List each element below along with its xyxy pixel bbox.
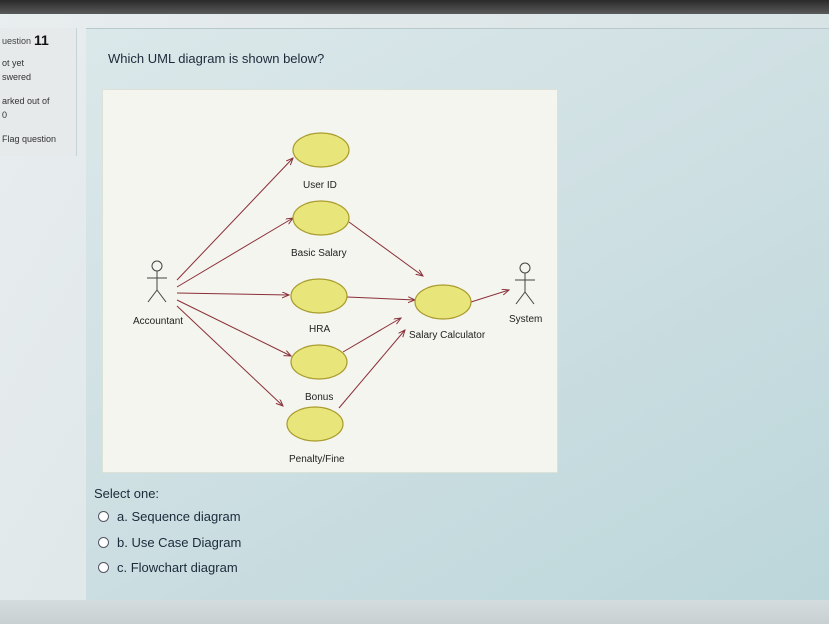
actor-label-accountant: Accountant xyxy=(133,316,183,327)
assoc-basic-salary xyxy=(176,218,293,288)
radio-button-icon[interactable] xyxy=(98,511,109,522)
answer-option-c[interactable]: c. Flowchart diagram xyxy=(98,560,238,575)
answer-option-label: a. Sequence diagram xyxy=(117,509,241,524)
bottom-bar xyxy=(0,600,829,624)
window-top-bar xyxy=(0,0,829,14)
usecase-basic-salary xyxy=(292,200,350,236)
uml-diagram-image: Accountant System User ID Basic Salary H… xyxy=(102,89,558,473)
question-label: uestion xyxy=(2,36,32,46)
assoc-hra xyxy=(176,293,289,295)
question-text: Which UML diagram is shown below? xyxy=(108,51,325,66)
answer-option-a[interactable]: a. Sequence diagram xyxy=(98,509,241,524)
status-text-2: swered xyxy=(2,72,32,82)
use-case-diagram: Accountant System User ID Basic Salary H… xyxy=(133,132,542,465)
assoc-basic-to-calc xyxy=(348,221,423,276)
actor-label-system: System xyxy=(509,314,542,325)
usecase-salary-calculator xyxy=(414,284,472,320)
assoc-hra-to-calc xyxy=(346,296,415,300)
usecase-label-hra: HRA xyxy=(309,324,330,335)
radio-button-icon[interactable] xyxy=(98,562,109,573)
assoc-calc-to-system xyxy=(470,290,509,303)
flag-question-link[interactable]: Flag question xyxy=(2,134,57,144)
usecase-hra xyxy=(290,278,348,314)
actor-accountant-figure xyxy=(147,260,167,303)
marks-value: 0 xyxy=(2,110,8,120)
assoc-penalty xyxy=(176,305,283,406)
answer-option-b[interactable]: b. Use Case Diagram xyxy=(98,535,241,550)
question-info-panel: uestion 11 ot yet swered arked out of 0 … xyxy=(0,28,77,156)
usecase-bonus xyxy=(290,344,348,380)
usecase-label-salary-calculator: Salary Calculator xyxy=(409,330,486,341)
answer-option-label: b. Use Case Diagram xyxy=(117,535,242,550)
select-one-prompt: Select one: xyxy=(94,486,160,501)
answer-option-label: c. Flowchart diagram xyxy=(117,560,238,575)
status-text: ot yet xyxy=(2,58,25,68)
usecase-label-user-id: User ID xyxy=(303,180,337,191)
assoc-penalty-to-calc xyxy=(338,330,405,409)
usecase-label-bonus: Bonus xyxy=(305,392,333,403)
actor-system-figure xyxy=(515,262,535,305)
assoc-bonus-to-calc xyxy=(342,318,401,353)
usecase-label-basic-salary: Basic Salary xyxy=(291,248,347,259)
association-lines xyxy=(176,158,509,409)
radio-button-icon[interactable] xyxy=(98,537,109,548)
usecase-label-penalty-fine: Penalty/Fine xyxy=(289,454,345,465)
assoc-bonus xyxy=(176,299,291,356)
question-number: 11 xyxy=(34,32,49,48)
usecase-penalty-fine xyxy=(286,406,344,442)
marks-text: arked out of xyxy=(2,96,50,106)
assoc-user-id xyxy=(176,158,293,281)
question-card: Which UML diagram is shown below? xyxy=(86,28,829,601)
usecase-user-id xyxy=(292,132,350,168)
